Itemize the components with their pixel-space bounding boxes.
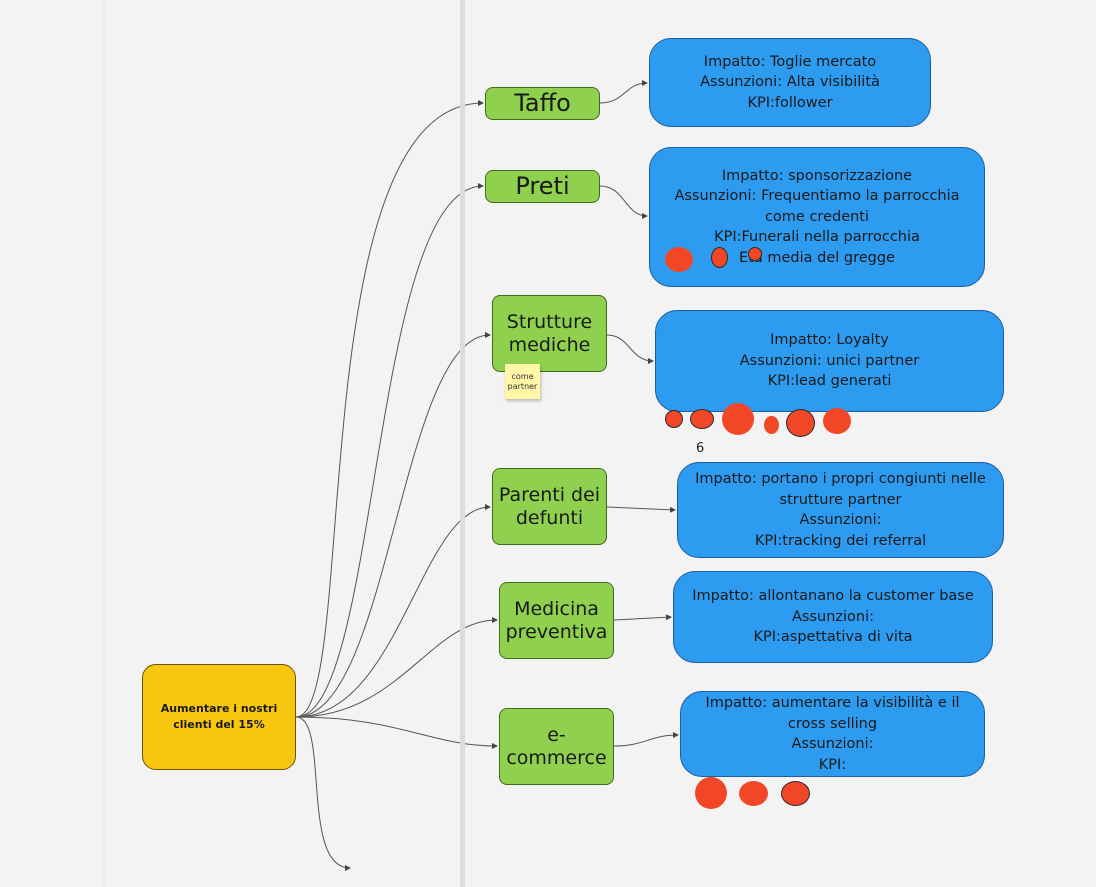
connector-root-strutture[interactable] (295, 332, 491, 718)
vote-dot[interactable] (722, 403, 754, 435)
detail-impact: Impatto: allontanano la customer base (692, 588, 974, 605)
branch-label: Strutture mediche (506, 310, 593, 356)
detail-card-parenti-dei-defunti[interactable]: Impatto: portano i propri congiunti nell… (677, 462, 1004, 558)
detail-impact: Impatto: Loyalty (770, 332, 889, 349)
branch-label: e-commerce (506, 723, 607, 769)
detail-impact: Impatto: aumentare la visibilità e il cr… (705, 695, 960, 732)
vote-dot[interactable] (665, 410, 683, 428)
detail-card-medicina-preventiva[interactable]: Impatto: allontanano la customer base As… (673, 571, 993, 663)
vote-count: 6 (696, 441, 705, 456)
detail-assumptions: Assunzioni: Frequentiamo la parrocchia c… (674, 188, 960, 225)
detail-assumptions: Assunzioni: unici partner (739, 352, 920, 369)
vote-dot[interactable] (748, 247, 762, 261)
branch-node-preti[interactable]: Preti (485, 170, 600, 203)
detail-kpi-extra: Età media del gregge (739, 249, 895, 266)
branch-node-medicina-preventiva[interactable]: Medicina preventiva (499, 582, 614, 659)
connector-parenti-card[interactable] (606, 506, 676, 513)
connector-root-preti[interactable] (295, 183, 484, 718)
connector-root-taffo[interactable] (295, 100, 484, 718)
detail-impact: Impatto: Toglie mercato (703, 53, 877, 70)
branch-label: Taffo (514, 89, 571, 118)
branch-label: Medicina preventiva (505, 597, 608, 643)
vote-dot[interactable] (690, 409, 714, 429)
detail-card-strutture-mediche[interactable]: Impatto: Loyalty Assunzioni: unici partn… (655, 310, 1004, 412)
vote-dot[interactable] (665, 247, 693, 272)
detail-kpi: KPI:tracking dei referral (754, 532, 927, 549)
sticky-note[interactable]: come partner (505, 364, 540, 399)
vote-dot[interactable] (739, 781, 768, 806)
detail-card-preti[interactable]: Impatto: sponsorizzazione Assunzioni: Fr… (649, 147, 985, 287)
branch-label: Parenti dei defunti (498, 483, 601, 529)
root-goal-node[interactable]: Aumentare i nostri clienti del 15% (142, 664, 296, 770)
detail-kpi: KPI:follower (747, 94, 833, 111)
vote-dot[interactable] (711, 247, 728, 268)
detail-impact: Impatto: sponsorizzazione (721, 167, 913, 184)
vote-dot[interactable] (786, 409, 815, 437)
detail-assumptions: Assunzioni: (791, 608, 875, 625)
detail-kpi: KPI: (818, 756, 847, 773)
detail-card-taffo[interactable]: Impatto: Toglie mercato Assunzioni: Alta… (649, 38, 931, 127)
column-divider-left (103, 0, 105, 887)
vote-dot[interactable] (764, 416, 779, 434)
branch-node-taffo[interactable]: Taffo (485, 87, 600, 120)
detail-card-e-commerce[interactable]: Impatto: aumentare la visibilità e il cr… (680, 691, 985, 777)
detail-assumptions: Assunzioni: Alta visibilità (700, 74, 880, 91)
detail-kpi: KPI:Funerali nella parrocchia (714, 229, 920, 246)
detail-assumptions: Assunzioni: (799, 512, 882, 528)
branch-label: Preti (515, 172, 570, 201)
sticky-note-text: come partner (507, 371, 538, 391)
branch-node-e-commerce[interactable]: e-commerce (499, 708, 614, 785)
vote-dot[interactable] (695, 777, 727, 809)
connector-strutture-card[interactable] (606, 334, 654, 364)
vote-dot[interactable] (781, 781, 810, 806)
detail-impact: Impatto: portano i propri congiunti nell… (695, 471, 986, 508)
connector-root-ecommerce[interactable] (295, 716, 498, 749)
branch-node-strutture-mediche[interactable]: Strutture mediche (492, 295, 607, 372)
connector-root-loop[interactable] (295, 716, 351, 871)
connector-preti-card[interactable] (599, 185, 648, 219)
connector-root-medicina[interactable] (295, 617, 498, 718)
root-goal-label: Aumentare i nostri clienti del 15% (160, 702, 278, 731)
connector-medicina-card[interactable] (613, 614, 672, 621)
detail-assumptions: Assunzioni: (791, 736, 874, 752)
connector-ecommerce-card[interactable] (613, 732, 679, 747)
detail-kpi: KPI:aspettativa di vita (753, 629, 913, 646)
detail-kpi: KPI:lead generati (767, 373, 892, 390)
connector-taffo-card[interactable] (599, 80, 648, 104)
column-divider-right (460, 0, 465, 887)
vote-dot[interactable] (823, 408, 851, 434)
branch-node-parenti-dei-defunti[interactable]: Parenti dei defunti (492, 468, 607, 545)
